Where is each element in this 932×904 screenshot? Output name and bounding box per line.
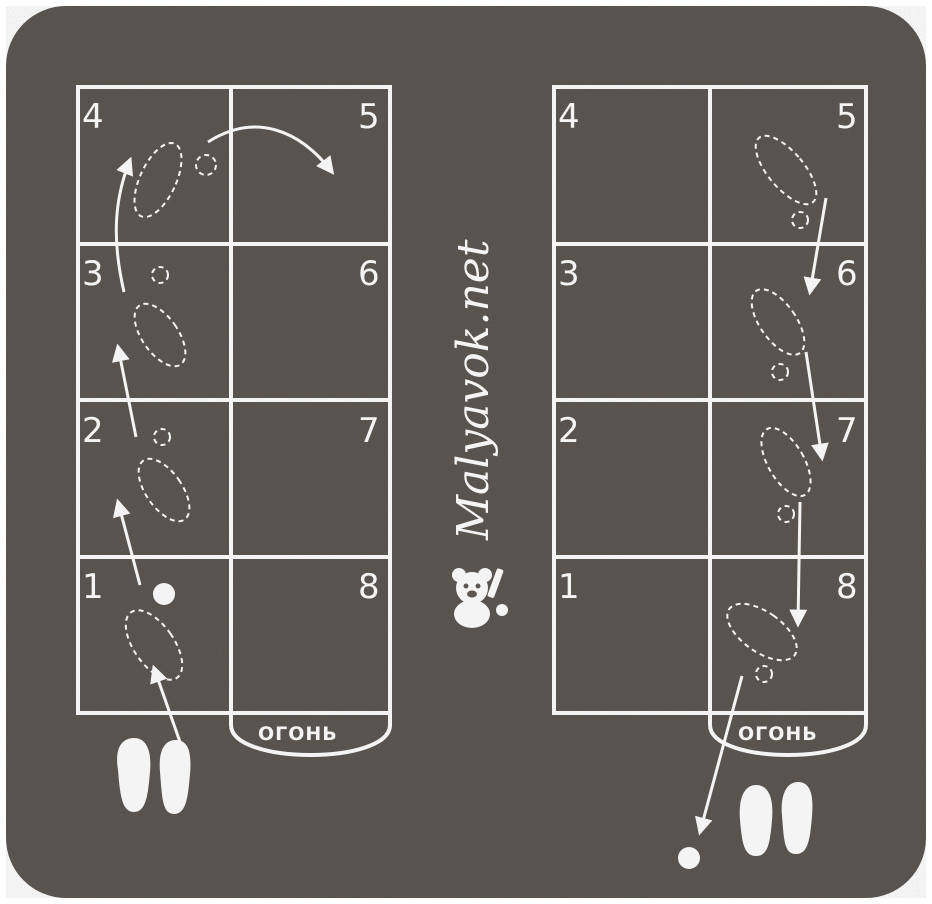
cell-number-3: 3 <box>82 254 104 294</box>
path-arrow <box>798 502 800 624</box>
cell-number-4: 4 <box>558 97 580 137</box>
cell-number-7: 7 <box>358 411 380 451</box>
cell-number-1: 1 <box>82 567 104 607</box>
cell-number-3: 3 <box>558 254 580 294</box>
cell-number-5: 5 <box>836 97 858 137</box>
watermark-text: Malyavok.net <box>448 239 499 541</box>
cell-number-6: 6 <box>358 254 380 294</box>
cell-number-2: 2 <box>82 411 104 451</box>
cell-number-4: 4 <box>82 97 104 137</box>
fire-zone-label: ОГОНЬ <box>738 723 818 745</box>
fire-zone-label: ОГОНЬ <box>258 723 338 745</box>
cell-number-7: 7 <box>836 411 858 451</box>
puck <box>153 583 175 605</box>
cell-number-8: 8 <box>836 567 858 607</box>
cell-number-5: 5 <box>358 97 380 137</box>
cell-number-6: 6 <box>836 254 858 294</box>
puck <box>678 847 700 869</box>
cell-number-1: 1 <box>558 567 580 607</box>
cell-number-8: 8 <box>358 567 380 607</box>
cell-number-2: 2 <box>558 411 580 451</box>
